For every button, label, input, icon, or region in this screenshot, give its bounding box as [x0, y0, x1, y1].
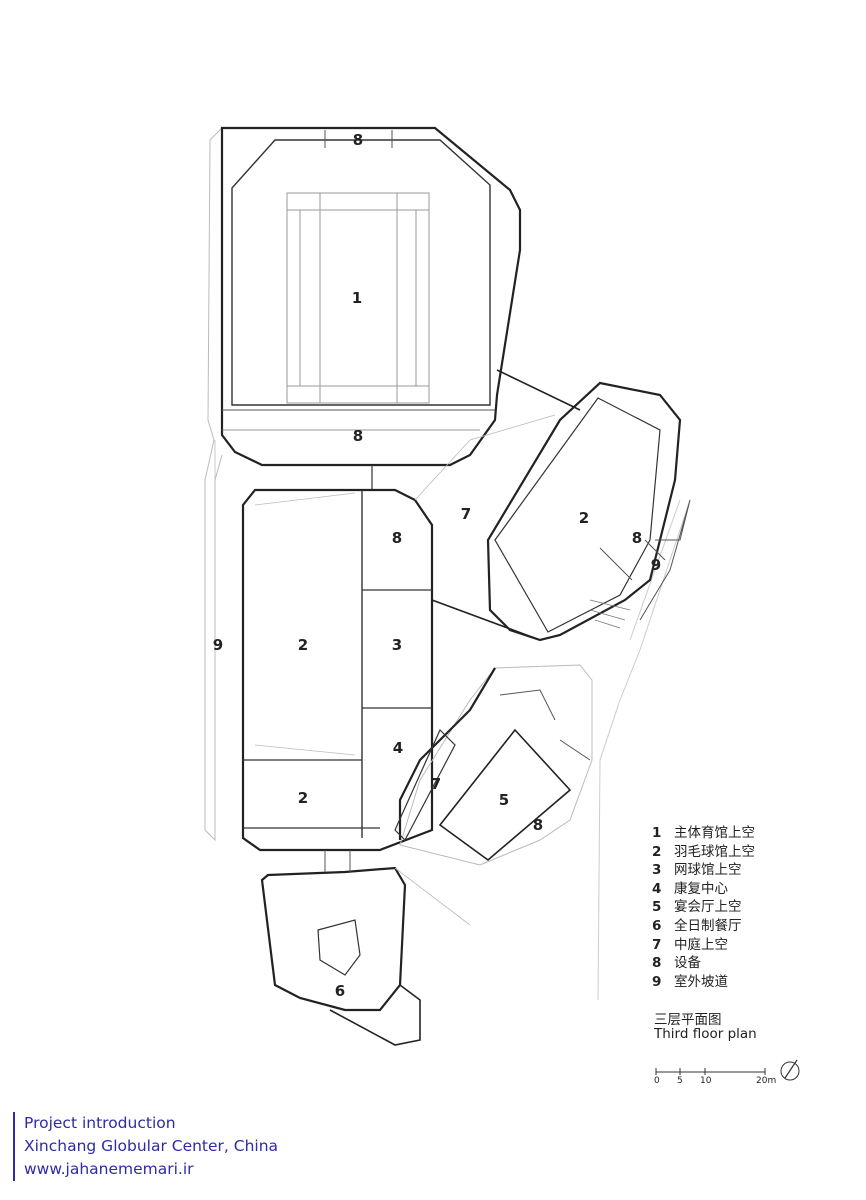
- north-arrow-icon: [780, 1059, 800, 1081]
- room-label: 8: [632, 529, 642, 547]
- restaurant-core: [317, 919, 361, 976]
- east-hall-inner: [494, 397, 661, 633]
- plan-title-zh: 三层平面图: [654, 1012, 722, 1028]
- east-walkway-2: [629, 499, 681, 641]
- scale-tick-label: 0: [654, 1076, 660, 1086]
- restaurant-outer: [260, 866, 407, 1012]
- room-label: 9: [651, 556, 661, 574]
- banquet-hall: [438, 728, 572, 862]
- site-outline: [204, 127, 223, 842]
- room-label: 2: [579, 509, 589, 527]
- ramp-east: [639, 499, 691, 621]
- room-label: 8: [353, 131, 363, 149]
- scale-labels: 0 5 10 20m: [650, 1076, 780, 1088]
- room-label: 9: [213, 636, 223, 654]
- east-hall-outer: [486, 381, 682, 642]
- footer-caption: Project introduction Xinchang Globular C…: [13, 1112, 278, 1181]
- scale-tick-label: 5: [677, 1076, 683, 1086]
- plan-title-en: Third floor plan: [654, 1026, 757, 1042]
- east-walkway: [597, 499, 691, 1001]
- court-outer: [286, 192, 430, 404]
- main-arena-inner: [231, 139, 491, 406]
- room-label: 4: [393, 739, 403, 757]
- footer-link[interactable]: www.jahanememari.ir: [24, 1160, 194, 1178]
- room-label: 7: [461, 505, 471, 523]
- restaurant-terrace: [329, 984, 421, 1046]
- footer-line: Project introduction: [24, 1114, 176, 1132]
- room-label: 2: [298, 789, 308, 807]
- room-label: 5: [499, 791, 509, 809]
- room-label: 8: [392, 529, 402, 547]
- west-hall-outer: [241, 488, 434, 852]
- room-label: 8: [353, 427, 363, 445]
- scale-tick-label: 20m: [756, 1076, 777, 1086]
- scale-bar: [655, 1068, 766, 1075]
- scale-tick-label: 10: [700, 1076, 712, 1086]
- room-label: 8: [533, 816, 543, 834]
- footer-line: Xinchang Globular Center, China: [24, 1137, 279, 1155]
- room-label: 2: [298, 636, 308, 654]
- room-label: 3: [392, 636, 402, 654]
- room-label: 1: [352, 289, 362, 307]
- banquet-edge: [398, 667, 496, 840]
- atrium-small: [394, 728, 456, 842]
- room-label: 7: [431, 775, 441, 793]
- main-arena-outer: [220, 126, 522, 467]
- banquet-outer: [399, 664, 593, 866]
- room-label: 6: [335, 982, 345, 1000]
